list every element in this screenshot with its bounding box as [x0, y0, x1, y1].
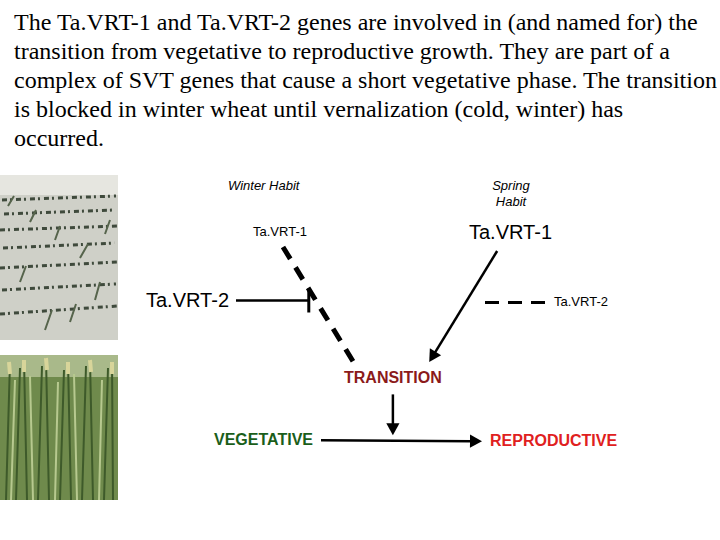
wheat-ears [9, 358, 112, 374]
gene-label: Ta.VRT-1 [466, 219, 555, 246]
node-text: TRANSITION [344, 369, 442, 387]
connector [283, 247, 353, 362]
habit-label: Winter Habit [228, 178, 299, 194]
seedling-leaves [8, 196, 110, 330]
arrowhead [429, 348, 441, 362]
stage-label: TRANSITION [341, 367, 445, 389]
wheat-ground [0, 355, 118, 500]
habit-label: Spring Habit [482, 178, 540, 210]
spring-field-photo [0, 355, 118, 500]
node-text: VEGETATIVE [214, 431, 313, 449]
node-text: Ta.VRT-2 [554, 295, 608, 310]
inhibition-line [236, 299, 309, 302]
node-text: Ta.VRT-1 [469, 221, 552, 244]
transition-arrow [392, 394, 395, 425]
arrowhead [470, 435, 482, 448]
wheat-stems [6, 358, 113, 500]
connector-line [283, 247, 353, 362]
seedling-rows [0, 196, 118, 314]
wheat-highlights [11, 374, 102, 500]
stage-label: REPRODUCTIVE [487, 430, 620, 452]
heading-text: The Ta.VRT-1 and Ta.VRT-2 genes are invo… [14, 8, 718, 153]
node-text: Ta.VRT-1 [253, 225, 307, 240]
node-text: REPRODUCTIVE [490, 432, 617, 450]
winter-field-photo [0, 175, 118, 340]
node-text: Ta.VRT-2 [146, 289, 229, 312]
stage-label: VEGETATIVE [211, 429, 316, 451]
snow-ground [0, 175, 118, 340]
connector [429, 251, 497, 362]
inhibition-bar [307, 289, 310, 313]
dashed-stub [485, 301, 545, 304]
connector-line [321, 439, 471, 442]
connector [321, 435, 482, 448]
gene-label: Ta.VRT-2 [143, 287, 232, 314]
wheat-tops [0, 355, 118, 377]
gene-label: Ta.VRT-2 [551, 293, 611, 312]
snow-far [0, 175, 118, 195]
arrowhead [386, 423, 399, 435]
gene-label: Ta.VRT-1 [250, 223, 310, 242]
